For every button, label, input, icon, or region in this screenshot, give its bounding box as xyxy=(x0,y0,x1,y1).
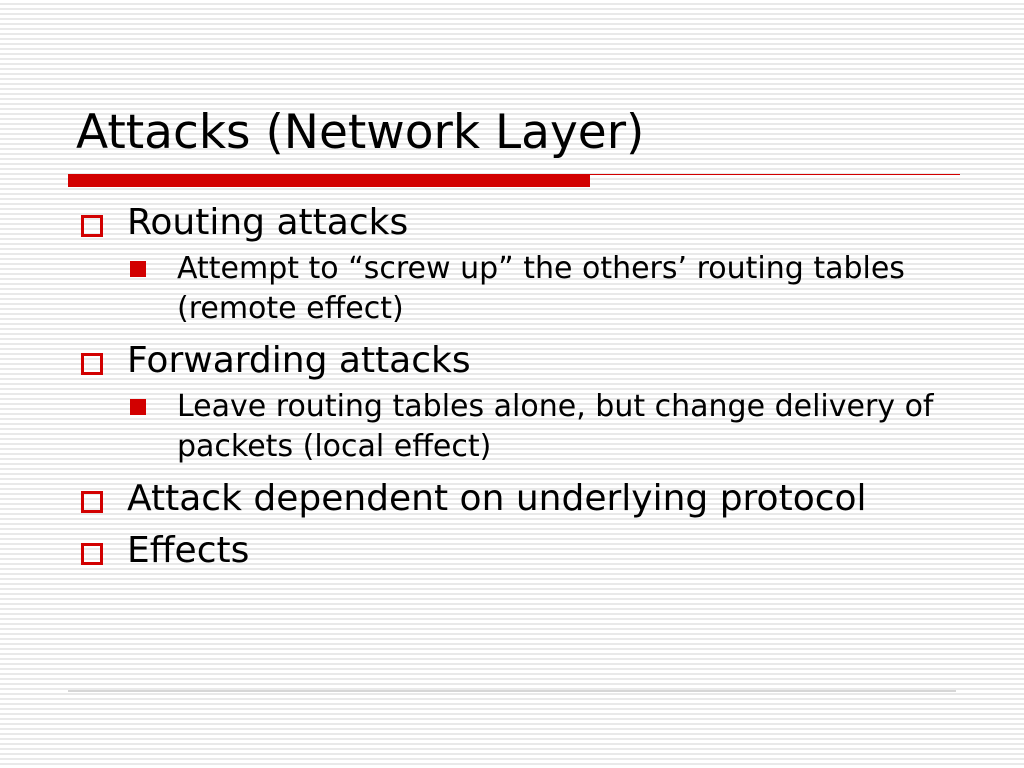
hollow-square-bullet-icon xyxy=(81,543,103,565)
bullet-list: Routing attacks Attempt to “screw up” th… xyxy=(78,201,978,581)
hollow-square-bullet-icon xyxy=(81,215,103,237)
filled-square-bullet-icon xyxy=(130,399,146,415)
bullet-attack-dependent: Attack dependent on underlying protocol xyxy=(78,477,978,521)
title-accent-line xyxy=(590,174,960,175)
bullet-text: Routing attacks xyxy=(127,202,409,243)
hollow-square-bullet-icon xyxy=(81,353,103,375)
bullet-text: Forwarding attacks xyxy=(127,340,471,381)
sub-bullet-text: Leave routing tables alone, but change d… xyxy=(177,389,934,464)
bullet-effects: Effects xyxy=(78,529,978,573)
bullet-routing-attacks: Routing attacks xyxy=(78,201,978,245)
title-accent-bar xyxy=(68,174,590,187)
bullet-text: Attack dependent on underlying protocol xyxy=(127,478,867,519)
bullet-forwarding-attacks: Forwarding attacks xyxy=(78,339,978,383)
sub-bullet-delivery: Leave routing tables alone, but change d… xyxy=(128,387,978,467)
slide-title: Attacks (Network Layer) xyxy=(76,105,645,160)
hollow-square-bullet-icon xyxy=(81,491,103,513)
sub-bullet-text: Attempt to “screw up” the others’ routin… xyxy=(177,251,905,326)
bullet-text: Effects xyxy=(127,530,250,571)
footer-divider xyxy=(68,690,956,692)
sub-bullet-routing-tables: Attempt to “screw up” the others’ routin… xyxy=(128,249,978,329)
filled-square-bullet-icon xyxy=(130,261,146,277)
